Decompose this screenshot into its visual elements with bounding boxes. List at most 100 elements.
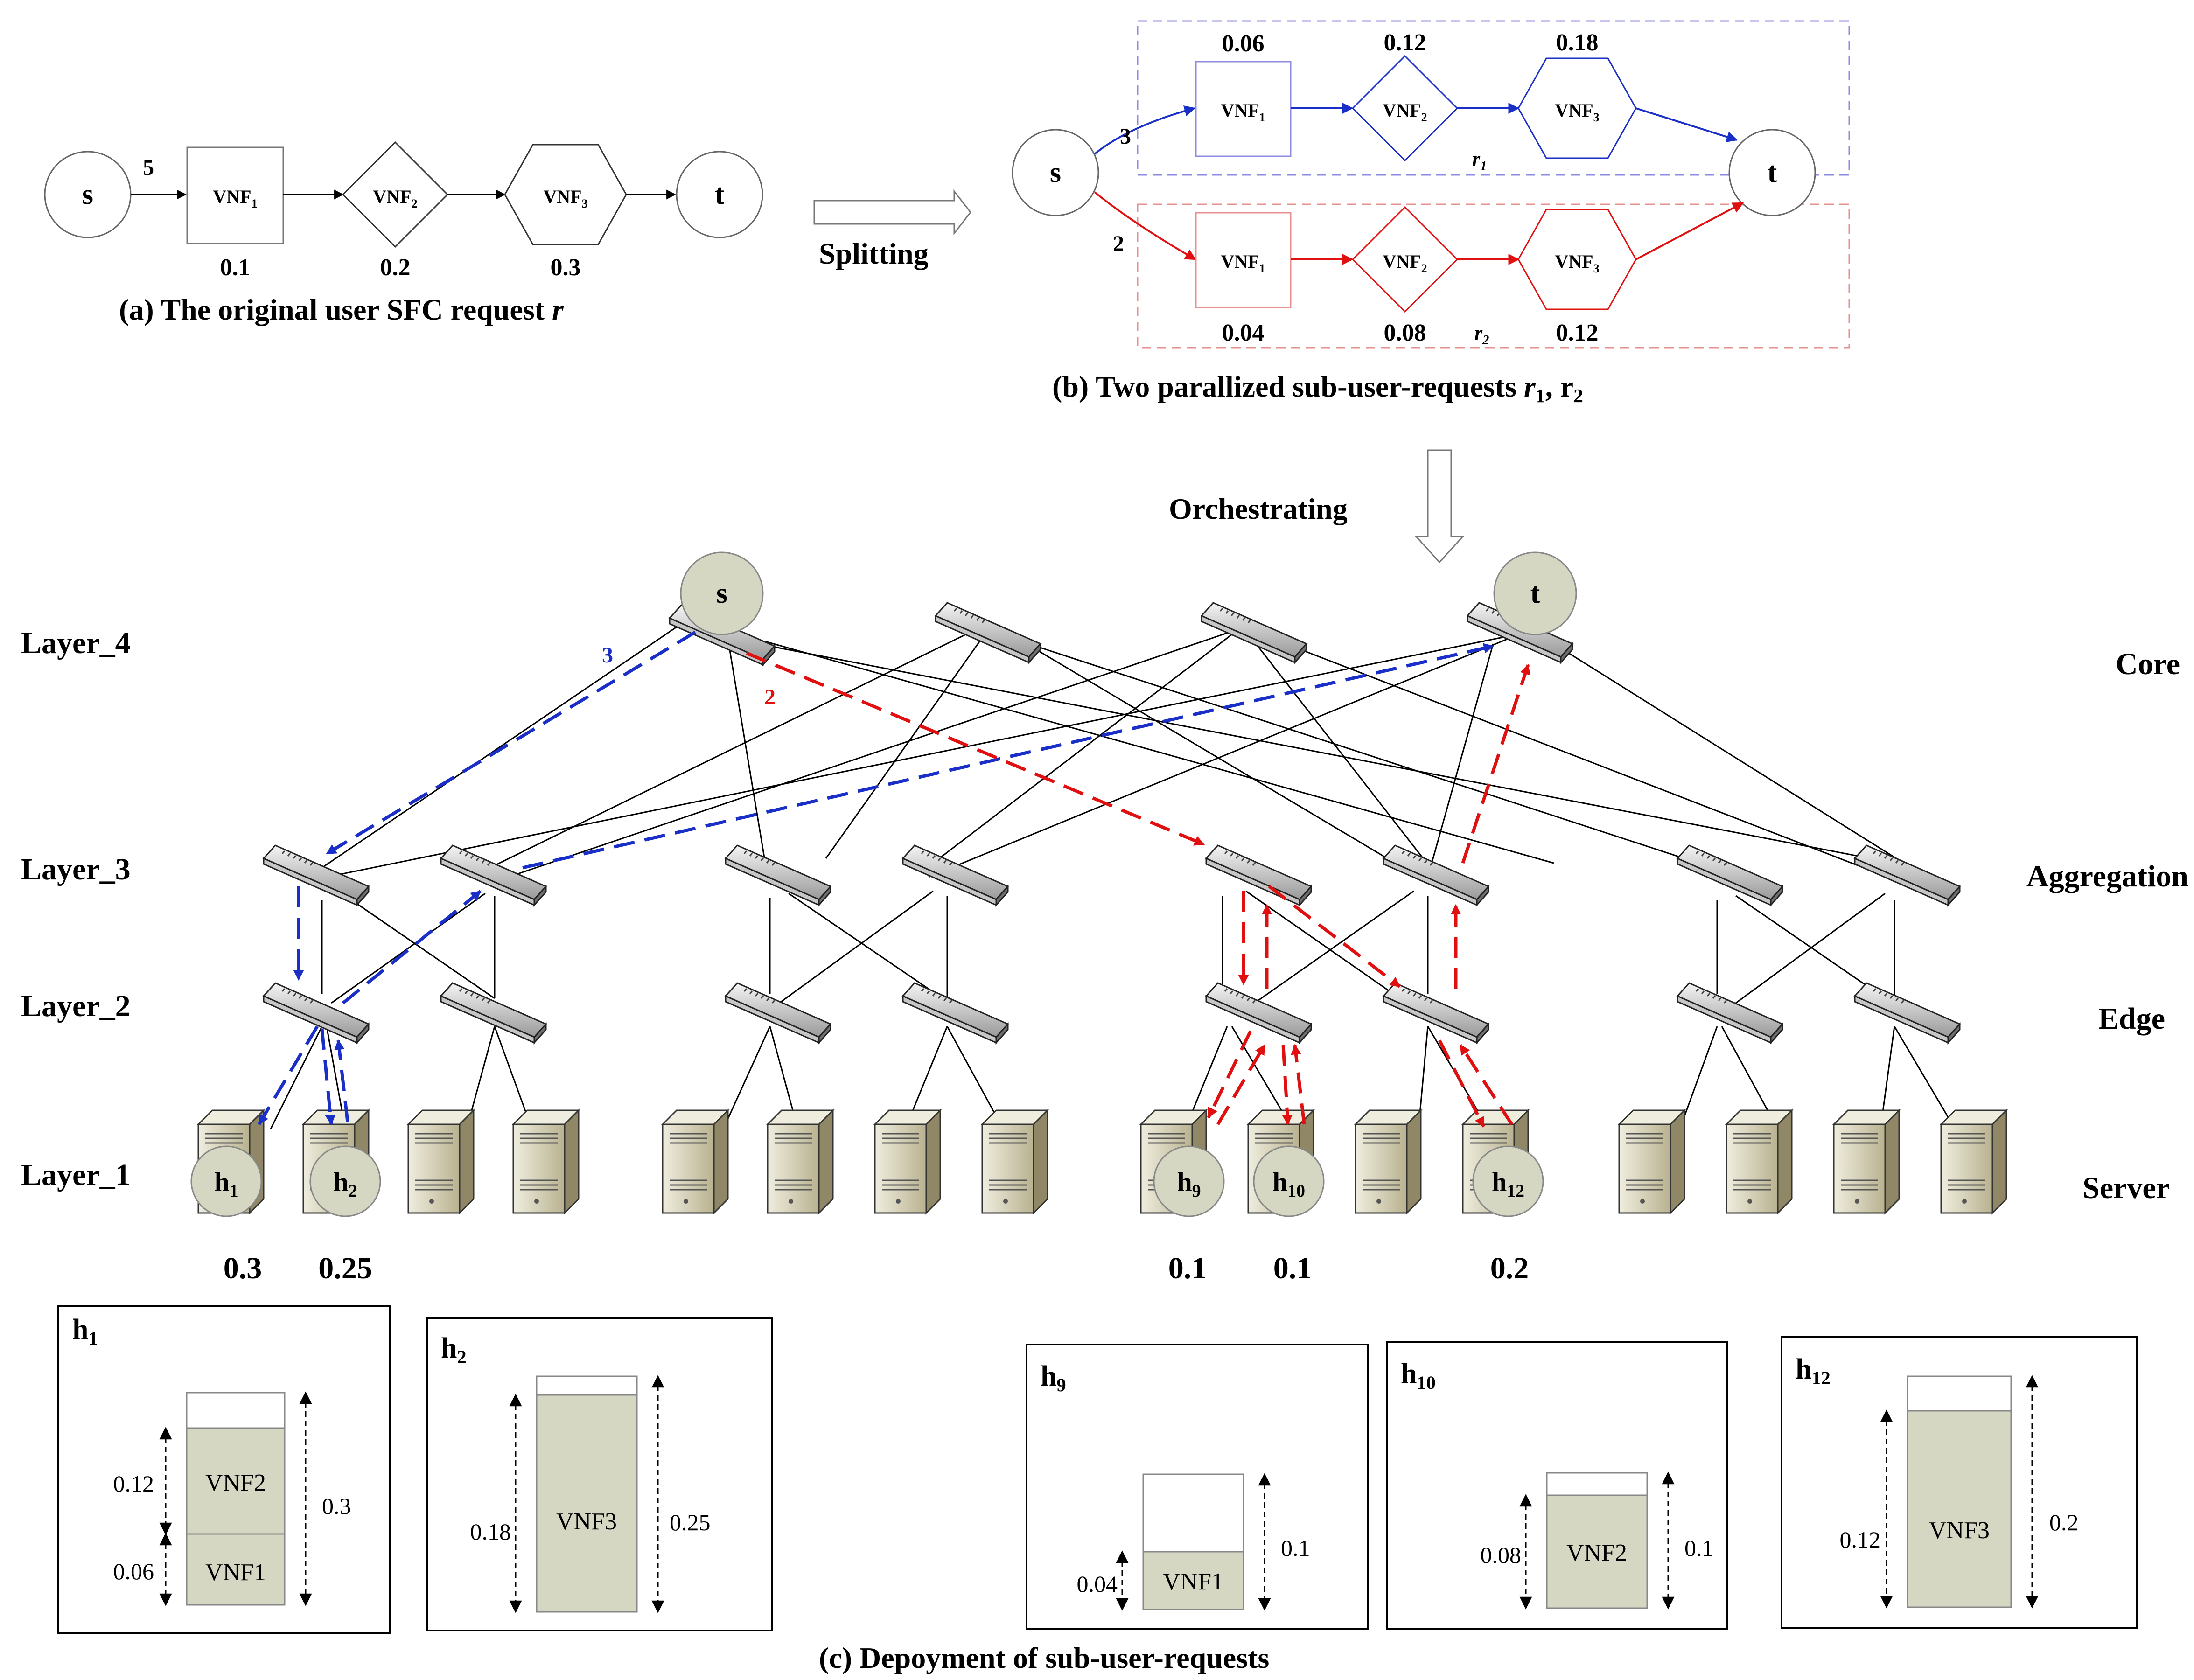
vnf3-value-a: 0.3 bbox=[551, 254, 581, 281]
svg-text:0.3: 0.3 bbox=[322, 1493, 351, 1519]
svg-text:0.08: 0.08 bbox=[1481, 1542, 1522, 1568]
h10-vnf2-block bbox=[1546, 1494, 1648, 1609]
svg-text:h2: h2 bbox=[333, 1167, 357, 1201]
r1-flow-label: 3 bbox=[602, 643, 613, 668]
server-label: Server bbox=[2082, 1171, 2170, 1205]
svg-text:h1: h1 bbox=[214, 1167, 238, 1201]
svg-text:h12: h12 bbox=[1492, 1167, 1524, 1201]
vnf3-hexagon-r1 bbox=[1517, 57, 1637, 159]
splitting-arrow-icon bbox=[813, 189, 971, 236]
svg-text:VNF1: VNF1 bbox=[1221, 100, 1265, 124]
orchestrating-label: Orchestrating bbox=[1169, 492, 1348, 525]
panel-a: s 5 VNF1 0.1 VNF2 0.2 VNF3 0.3 t (a) The… bbox=[44, 141, 763, 326]
host-h12-circle bbox=[1472, 1145, 1544, 1217]
vnf1-box-a bbox=[186, 146, 284, 244]
host-h2-circle bbox=[309, 1145, 381, 1217]
svg-text:h10: h10 bbox=[1272, 1167, 1305, 1201]
target-label-topology: t bbox=[1530, 578, 1540, 609]
edge-switch-2 bbox=[440, 982, 547, 1044]
vnf1-box-r2 bbox=[1195, 212, 1292, 308]
orchestrating-arrow-icon bbox=[1414, 449, 1465, 564]
server-4 bbox=[512, 1109, 580, 1214]
source-node-b bbox=[1012, 129, 1099, 216]
r1-rate: 3 bbox=[1120, 124, 1131, 149]
server-7 bbox=[874, 1109, 941, 1214]
agg-switch-6 bbox=[1383, 844, 1489, 906]
aggregation-label: Aggregation bbox=[2026, 859, 2188, 893]
edge-switch-3 bbox=[725, 982, 831, 1044]
r2-vnf3-value: 0.12 bbox=[1556, 320, 1599, 346]
r2-path: 2 bbox=[746, 651, 1530, 1128]
deployment-panels: h1 VNF2 VNF1 0.3 0.12 0.06 h2 VNF3 0.25 … bbox=[57, 1305, 2138, 1674]
host-h12-capacity: 0.2 bbox=[1490, 1251, 1529, 1285]
r1-vnf1-value: 0.06 bbox=[1222, 30, 1265, 57]
svg-text:h10: h10 bbox=[1401, 1358, 1436, 1393]
edge-switch-7 bbox=[1677, 982, 1783, 1044]
svg-text:0.2: 0.2 bbox=[2049, 1509, 2079, 1535]
layer-labels: Layer_4 Layer_3 Layer_2 Layer_1 Core Agg… bbox=[21, 626, 2188, 1205]
server-8 bbox=[981, 1109, 1048, 1214]
svg-text:0.12: 0.12 bbox=[113, 1471, 154, 1497]
source-label-a: s bbox=[82, 179, 93, 210]
h2-vnf3-block bbox=[536, 1394, 638, 1613]
target-label-b: t bbox=[1768, 157, 1777, 188]
splitting-arrow: Splitting bbox=[813, 189, 971, 270]
r2-vnf1-value: 0.04 bbox=[1222, 320, 1265, 346]
svg-text:VNF2: VNF2 bbox=[373, 186, 417, 210]
core-switch-3 bbox=[1201, 602, 1307, 663]
svg-text:h2: h2 bbox=[441, 1332, 467, 1367]
edge-switch-8 bbox=[1854, 982, 1961, 1044]
vnf2-diamond-a bbox=[342, 141, 449, 248]
panel-b: s t 3 VNF1 0.06 VNF2 0.12 VNF3 0.18 r1 2… bbox=[1012, 20, 1850, 406]
svg-text:VNF1: VNF1 bbox=[1221, 251, 1265, 275]
host-labels: h1 0.3 h2 0.25 h9 0.1 h10 0.1 h12 0.2 bbox=[190, 1145, 1544, 1285]
svg-text:VNF3: VNF3 bbox=[1555, 251, 1599, 275]
vnf1-value-a: 0.1 bbox=[220, 254, 251, 281]
svg-text:0.18: 0.18 bbox=[470, 1519, 511, 1545]
source-label-b: s bbox=[1050, 157, 1061, 188]
agg-switch-8 bbox=[1854, 844, 1961, 906]
host-h1-capacity: 0.3 bbox=[224, 1251, 262, 1285]
svg-text:VNF1: VNF1 bbox=[1163, 1568, 1223, 1595]
agg-switch-3 bbox=[725, 844, 831, 906]
source-node-topology bbox=[680, 551, 764, 635]
svg-text:0.25: 0.25 bbox=[670, 1509, 711, 1535]
host-h10-capacity: 0.1 bbox=[1273, 1251, 1312, 1285]
layer-4-label: Layer_4 bbox=[21, 626, 131, 660]
vnf2-value-a: 0.2 bbox=[380, 254, 411, 281]
target-label-a: t bbox=[715, 179, 725, 210]
r1-vnf2-value: 0.12 bbox=[1384, 29, 1426, 56]
source-label-topology: s bbox=[716, 578, 727, 609]
r2-vnf2-value: 0.08 bbox=[1384, 320, 1426, 346]
r1-path: 3 bbox=[257, 631, 1495, 1126]
r2-label: r2 bbox=[1474, 321, 1489, 348]
svg-text:VNF2: VNF2 bbox=[1383, 251, 1427, 275]
h9-vnf1-block bbox=[1142, 1551, 1244, 1610]
svg-text:VNF2: VNF2 bbox=[1566, 1540, 1627, 1566]
h12-vnf3-block bbox=[1907, 1410, 2012, 1608]
vnf3-hexagon-a bbox=[504, 144, 627, 245]
server-14 bbox=[1726, 1109, 1793, 1214]
server-13 bbox=[1618, 1109, 1685, 1214]
edge-label: Edge bbox=[2098, 1002, 2165, 1036]
agg-switch-4 bbox=[902, 844, 1009, 906]
core-switch-2 bbox=[935, 602, 1041, 663]
caption-c: (c) Depoyment of sub-user-requests bbox=[819, 1641, 1269, 1674]
server-15 bbox=[1833, 1109, 1900, 1214]
svg-text:h1: h1 bbox=[72, 1314, 98, 1349]
caption-b: (b) Two parallized sub-user-requests r1,… bbox=[1052, 370, 1583, 406]
edge-switch-6 bbox=[1383, 982, 1489, 1044]
svg-text:h9: h9 bbox=[1041, 1360, 1066, 1395]
host-h1-circle bbox=[190, 1145, 262, 1217]
h1-vnf1-block bbox=[186, 1533, 286, 1606]
r1-vnf3-value: 0.18 bbox=[1556, 29, 1599, 56]
servers bbox=[197, 1109, 2007, 1214]
server-16 bbox=[1940, 1109, 2007, 1214]
r2-rate: 2 bbox=[1113, 231, 1124, 256]
host-h9-circle bbox=[1153, 1145, 1225, 1217]
host-h9-capacity: 0.1 bbox=[1168, 1251, 1207, 1285]
r1-label: r1 bbox=[1472, 147, 1487, 174]
host-h10-circle bbox=[1253, 1145, 1325, 1217]
svg-text:VNF1: VNF1 bbox=[205, 1559, 266, 1586]
